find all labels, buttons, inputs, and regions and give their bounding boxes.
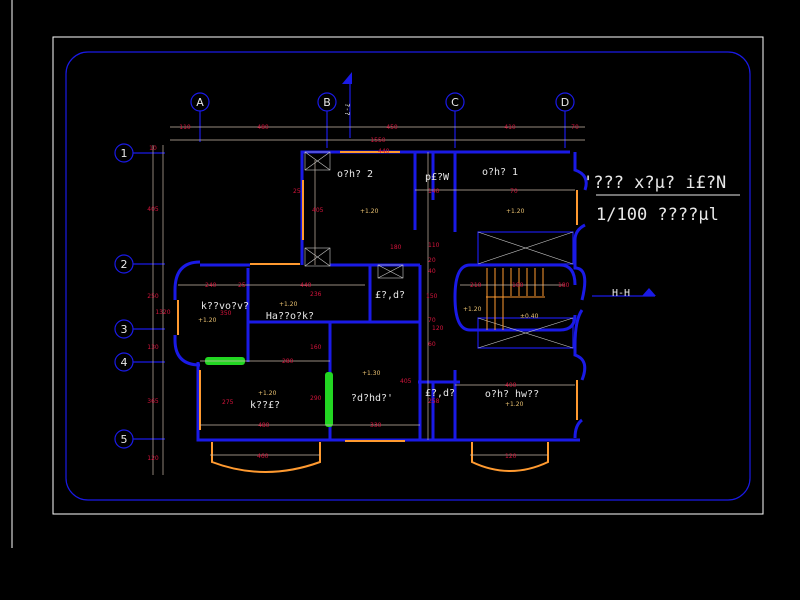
section-label-top: ?-? [343, 103, 351, 116]
windows [177, 151, 578, 473]
dim: 120 [432, 325, 444, 332]
dim-left: 365 [147, 398, 159, 405]
dim: 100 [512, 282, 524, 289]
section-mark-top: ?-? [342, 72, 352, 138]
dim: 275 [222, 399, 234, 406]
dim: 70 [510, 188, 518, 195]
dim: 350 [220, 310, 232, 317]
dim-left: 10 [149, 145, 157, 152]
room-label: p£?W [425, 172, 450, 183]
room-label: Ha??o?k? [266, 311, 314, 322]
section-marker-h: H-H [592, 288, 656, 299]
dim: 440 [378, 148, 390, 155]
grid-row-markers: 1 2 3 4 5 [114, 143, 165, 449]
dim: 210 [470, 282, 482, 289]
room-label: o?h? 2 [337, 169, 373, 180]
room-label: ?d?hd?' [351, 393, 393, 404]
dim-top: 450 [386, 124, 398, 131]
grid-b: B [323, 96, 331, 109]
dim-top: 110 [179, 124, 191, 131]
room-label: o?h? 1 [482, 167, 518, 178]
dim: 180 [390, 244, 402, 251]
dim: 60 [428, 341, 436, 348]
room-label: k??£? [250, 400, 280, 411]
dim-left: 120 [147, 455, 159, 462]
dim: 70 [428, 317, 436, 324]
left-dimensions: 10 405 250 130 365 120 1320 [147, 145, 171, 475]
dim: 20 [428, 257, 436, 264]
dim: 25 [293, 188, 301, 195]
room-label: £?,d? [375, 290, 405, 301]
dim: 258 [428, 398, 440, 405]
dim: 480 [258, 422, 270, 429]
grid-column-markers: A B C D [190, 92, 575, 148]
dim: 405 [400, 378, 412, 385]
dim: 405 [312, 207, 324, 214]
sheet-border [52, 36, 764, 515]
dim: 140 [428, 188, 440, 195]
level-mark: +1.30 [362, 370, 381, 377]
grid-5: 5 [121, 433, 128, 446]
dim: 440 [300, 282, 312, 289]
grid-d: D [561, 96, 569, 109]
dim: 120 [505, 453, 517, 460]
dim-left-total: 1320 [155, 309, 170, 316]
grid-2: 2 [121, 258, 128, 271]
dim: 40 [428, 268, 436, 275]
dim-top: 480 [257, 124, 269, 131]
level-mark: +1.20 [279, 301, 298, 308]
dim: 180 [558, 282, 570, 289]
level-mark: +1.20 [506, 208, 525, 215]
dim-top: 70 [571, 124, 579, 131]
room-labels: o?h? 2 +1.20 p£?W o?h? 1 +1.20 k??vo?v? … [198, 167, 539, 411]
dim: 25 [238, 282, 246, 289]
title-frame [65, 51, 751, 501]
level-mark: ±0.40 [520, 313, 539, 320]
inner-dimension-labels: 440 405 25 140 180 110 20 40 150 70 120 … [205, 148, 570, 460]
dim-left: 405 [147, 206, 159, 213]
shafts [304, 151, 574, 349]
grid-c: C [451, 96, 459, 109]
dim: 280 [282, 358, 294, 365]
drawing-title: '??? x?µ? i£?N 1/100 ????µl [583, 173, 740, 225]
dim-left: 250 [147, 293, 159, 300]
grid-a: A [196, 96, 204, 109]
level-mark: +1.20 [463, 306, 482, 313]
scale-text: 1/100 ????µl [596, 205, 719, 225]
room-label: k??vo?v? [201, 301, 249, 312]
dim-left: 130 [147, 344, 159, 351]
dim: 290 [310, 395, 322, 402]
level-mark: +1.20 [360, 208, 379, 215]
grid-4: 4 [121, 356, 128, 369]
dim: 460 [257, 453, 269, 460]
inner-dimension-lines [178, 152, 575, 456]
grid-1: 1 [121, 147, 128, 160]
level-mark: +1.20 [505, 401, 524, 408]
dim: 236 [310, 291, 322, 298]
dim: 240 [205, 282, 217, 289]
stairs [486, 268, 545, 330]
dim-top-total: 1550 [370, 137, 385, 144]
level-mark: +1.20 [198, 317, 217, 324]
dim: 330 [370, 422, 382, 429]
title-text: '??? x?µ? i£?N [583, 173, 726, 193]
section-label: H-H [612, 288, 630, 299]
top-dimensions: 110 480 450 410 70 1550 [170, 124, 585, 144]
dim: 110 [428, 242, 440, 249]
room-label: £?,d? [425, 388, 455, 399]
dim: 160 [310, 344, 322, 351]
grid-3: 3 [121, 323, 128, 336]
dim: 400 [505, 382, 517, 389]
dim-top: 410 [504, 124, 516, 131]
level-mark: +1.20 [258, 390, 277, 397]
dim: 150 [426, 293, 438, 300]
room-label: o?h? hw?? [485, 389, 539, 400]
